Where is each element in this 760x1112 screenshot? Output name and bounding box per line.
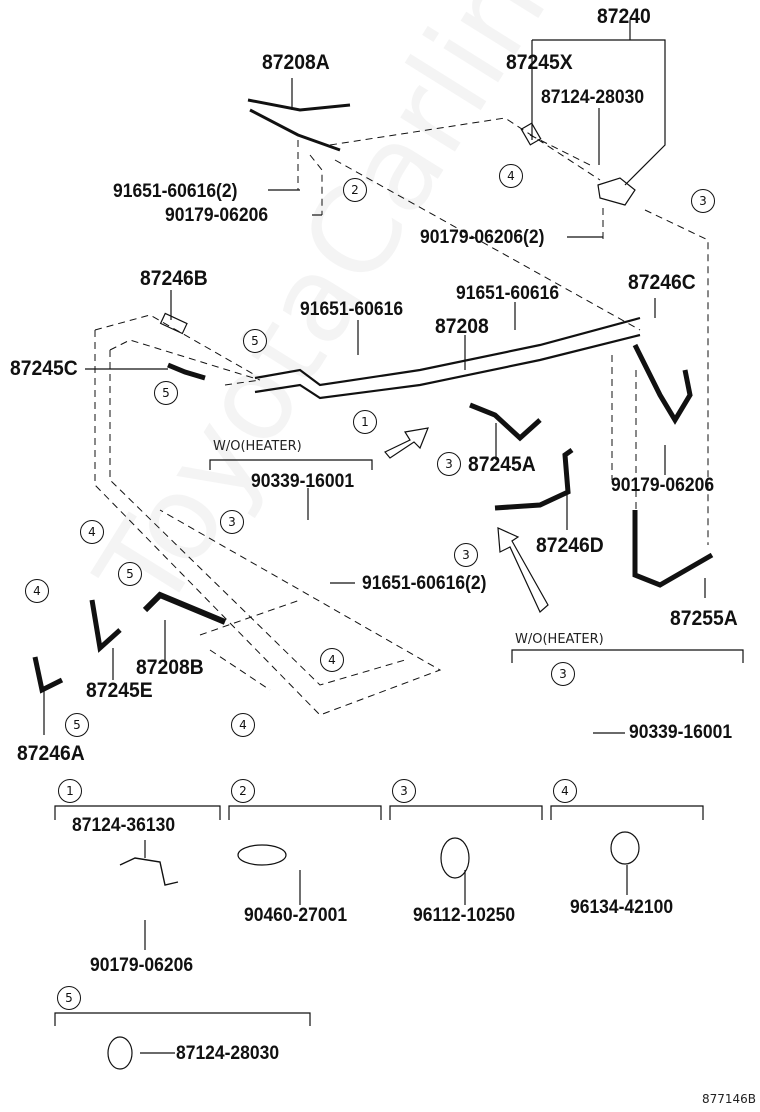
diagram-reference-code: 877146B <box>701 1092 756 1106</box>
part-87124-28030[interactable]: 87124-28030 <box>541 87 645 108</box>
hose-87245e <box>89 599 122 653</box>
callout-3[interactable]: 3 <box>691 189 715 213</box>
arrow-indicator <box>384 427 429 459</box>
part-91651-60616-2[interactable]: 91651-60616(2) <box>362 573 487 594</box>
callout-4[interactable]: 4 <box>499 164 523 188</box>
dash-line <box>209 649 271 691</box>
clamp-90460-27001 <box>237 844 287 866</box>
callout-4[interactable]: 4 <box>320 648 344 672</box>
clamp-87124-36130 <box>119 857 179 886</box>
callout-5[interactable]: 5 <box>65 713 89 737</box>
hose-87245x <box>520 122 542 146</box>
callout-4[interactable]: 4 <box>80 520 104 544</box>
dash-line <box>334 159 641 331</box>
pipe-87208b <box>142 591 227 625</box>
part-91651-60616[interactable]: 91651-60616 <box>456 283 560 304</box>
hose-87246b <box>159 312 188 335</box>
legend-part[interactable]: 96112-10250 <box>413 905 516 926</box>
part-87255a[interactable]: 87255A <box>670 607 738 630</box>
legend-callout-5: 5 <box>57 986 81 1010</box>
callout-5[interactable]: 5 <box>243 329 267 353</box>
clamp-96112-10250 <box>440 837 470 879</box>
part-87245x[interactable]: 87245X <box>506 51 573 74</box>
callout-3[interactable]: 3 <box>551 662 575 686</box>
legend-callout-2: 2 <box>231 779 255 803</box>
callout-5[interactable]: 5 <box>154 381 178 405</box>
part-91651-60616[interactable]: 91651-60616 <box>300 299 404 320</box>
note-without-heater: W/O(HEATER) <box>515 632 604 647</box>
pipe-87208 <box>254 333 641 400</box>
hose-87246c <box>632 343 693 425</box>
callout-4[interactable]: 4 <box>25 579 49 603</box>
legend-callout-3: 3 <box>392 779 416 803</box>
dash-line <box>199 599 301 636</box>
part-90339-16001[interactable]: 90339-16001 <box>251 471 355 492</box>
pipe-87208a <box>247 98 351 112</box>
hose-87246d <box>494 447 574 511</box>
legend-part[interactable]: 90179-06206 <box>90 955 194 976</box>
legend-part[interactable]: 87124-28030 <box>176 1043 280 1064</box>
pipe-87208 <box>254 316 641 387</box>
part-87246c[interactable]: 87246C <box>628 271 696 294</box>
legend-callout-1: 1 <box>58 779 82 803</box>
part-90179-06206-2[interactable]: 90179-06206(2) <box>420 227 545 248</box>
hose-87246a <box>32 656 64 694</box>
pipe-87255a <box>632 510 714 588</box>
dash-line <box>109 339 261 381</box>
dash-line <box>94 314 256 376</box>
dash-line <box>224 379 261 386</box>
dash-line <box>94 330 442 716</box>
part-90179-06206[interactable]: 90179-06206 <box>611 475 715 496</box>
note-without-heater: W/O(HEATER) <box>213 439 302 454</box>
callout-1[interactable]: 1 <box>353 410 377 434</box>
callout-3[interactable]: 3 <box>454 543 478 567</box>
clamp-96134-42100 <box>610 831 640 865</box>
part-87208b[interactable]: 87208B <box>136 656 204 679</box>
legend-callout-4: 4 <box>553 779 577 803</box>
part-87208[interactable]: 87208 <box>435 315 489 338</box>
callout-3[interactable]: 3 <box>220 510 244 534</box>
hose-87245c <box>167 362 206 381</box>
part-87245c[interactable]: 87245C <box>10 357 78 380</box>
part-87246d[interactable]: 87246D <box>536 534 604 557</box>
dash-line <box>329 117 601 181</box>
legend-part[interactable]: 90460-27001 <box>244 905 348 926</box>
dash-line <box>109 350 406 686</box>
valve-87240 <box>597 177 636 206</box>
part-87208a[interactable]: 87208A <box>262 51 330 74</box>
legend-part[interactable]: 96134-42100 <box>570 897 674 918</box>
pipe-87208a <box>249 108 341 152</box>
arrow-indicator <box>497 527 549 613</box>
part-90339-16001[interactable]: 90339-16001 <box>629 722 733 743</box>
clamp-87124-28030 <box>107 1036 133 1070</box>
callout-2[interactable]: 2 <box>343 178 367 202</box>
legend-part[interactable]: 87124-36130 <box>72 815 176 836</box>
part-87245a[interactable]: 87245A <box>468 453 536 476</box>
callout-4[interactable]: 4 <box>231 713 255 737</box>
part-91651-60616-2[interactable]: 91651-60616(2) <box>113 181 238 202</box>
part-90179-06206[interactable]: 90179-06206 <box>165 205 269 226</box>
part-87245e[interactable]: 87245E <box>86 679 153 702</box>
part-87240[interactable]: 87240 <box>597 5 651 28</box>
callout-5[interactable]: 5 <box>118 562 142 586</box>
hose-87245a <box>469 402 542 442</box>
part-87246a[interactable]: 87246A <box>17 742 85 765</box>
part-87246b[interactable]: 87246B <box>140 267 208 290</box>
dash-line <box>309 154 323 215</box>
callout-3[interactable]: 3 <box>437 452 461 476</box>
